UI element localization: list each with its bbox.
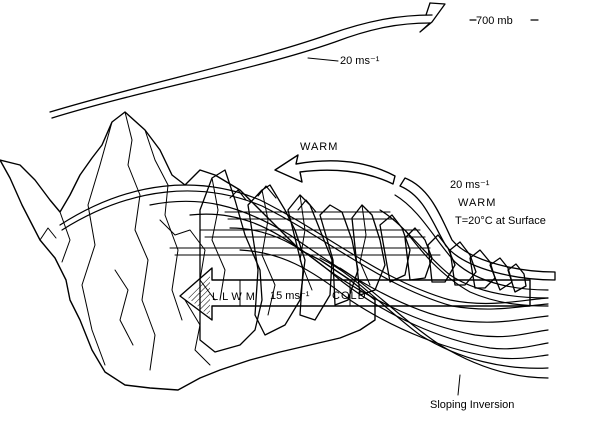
- inversion-leader: [458, 375, 460, 395]
- warm-layer-band: [400, 178, 555, 280]
- flow-streamlines: [60, 185, 548, 378]
- label-llwm-speed: 15 ms⁻¹: [270, 290, 310, 302]
- label-warm-arrow: WARM: [300, 141, 338, 153]
- upper-flow-arrow: [50, 3, 445, 118]
- label-surface-temp: T=20°C at Surface: [455, 215, 546, 227]
- label-inversion: Sloping Inversion: [430, 399, 514, 411]
- label-mid-wind: 20 ms⁻¹: [450, 179, 490, 191]
- warm-arrow: [275, 155, 395, 184]
- mountain-range: [0, 112, 526, 390]
- upper-wind-leader: [308, 58, 338, 61]
- label-700mb: 700 mb: [476, 15, 513, 27]
- label-upper-wind: 20 ms⁻¹: [340, 55, 380, 67]
- label-llwm: LLWM: [212, 291, 259, 303]
- label-cold: COLD: [332, 290, 367, 302]
- label-warm-layer: WARM: [458, 197, 496, 209]
